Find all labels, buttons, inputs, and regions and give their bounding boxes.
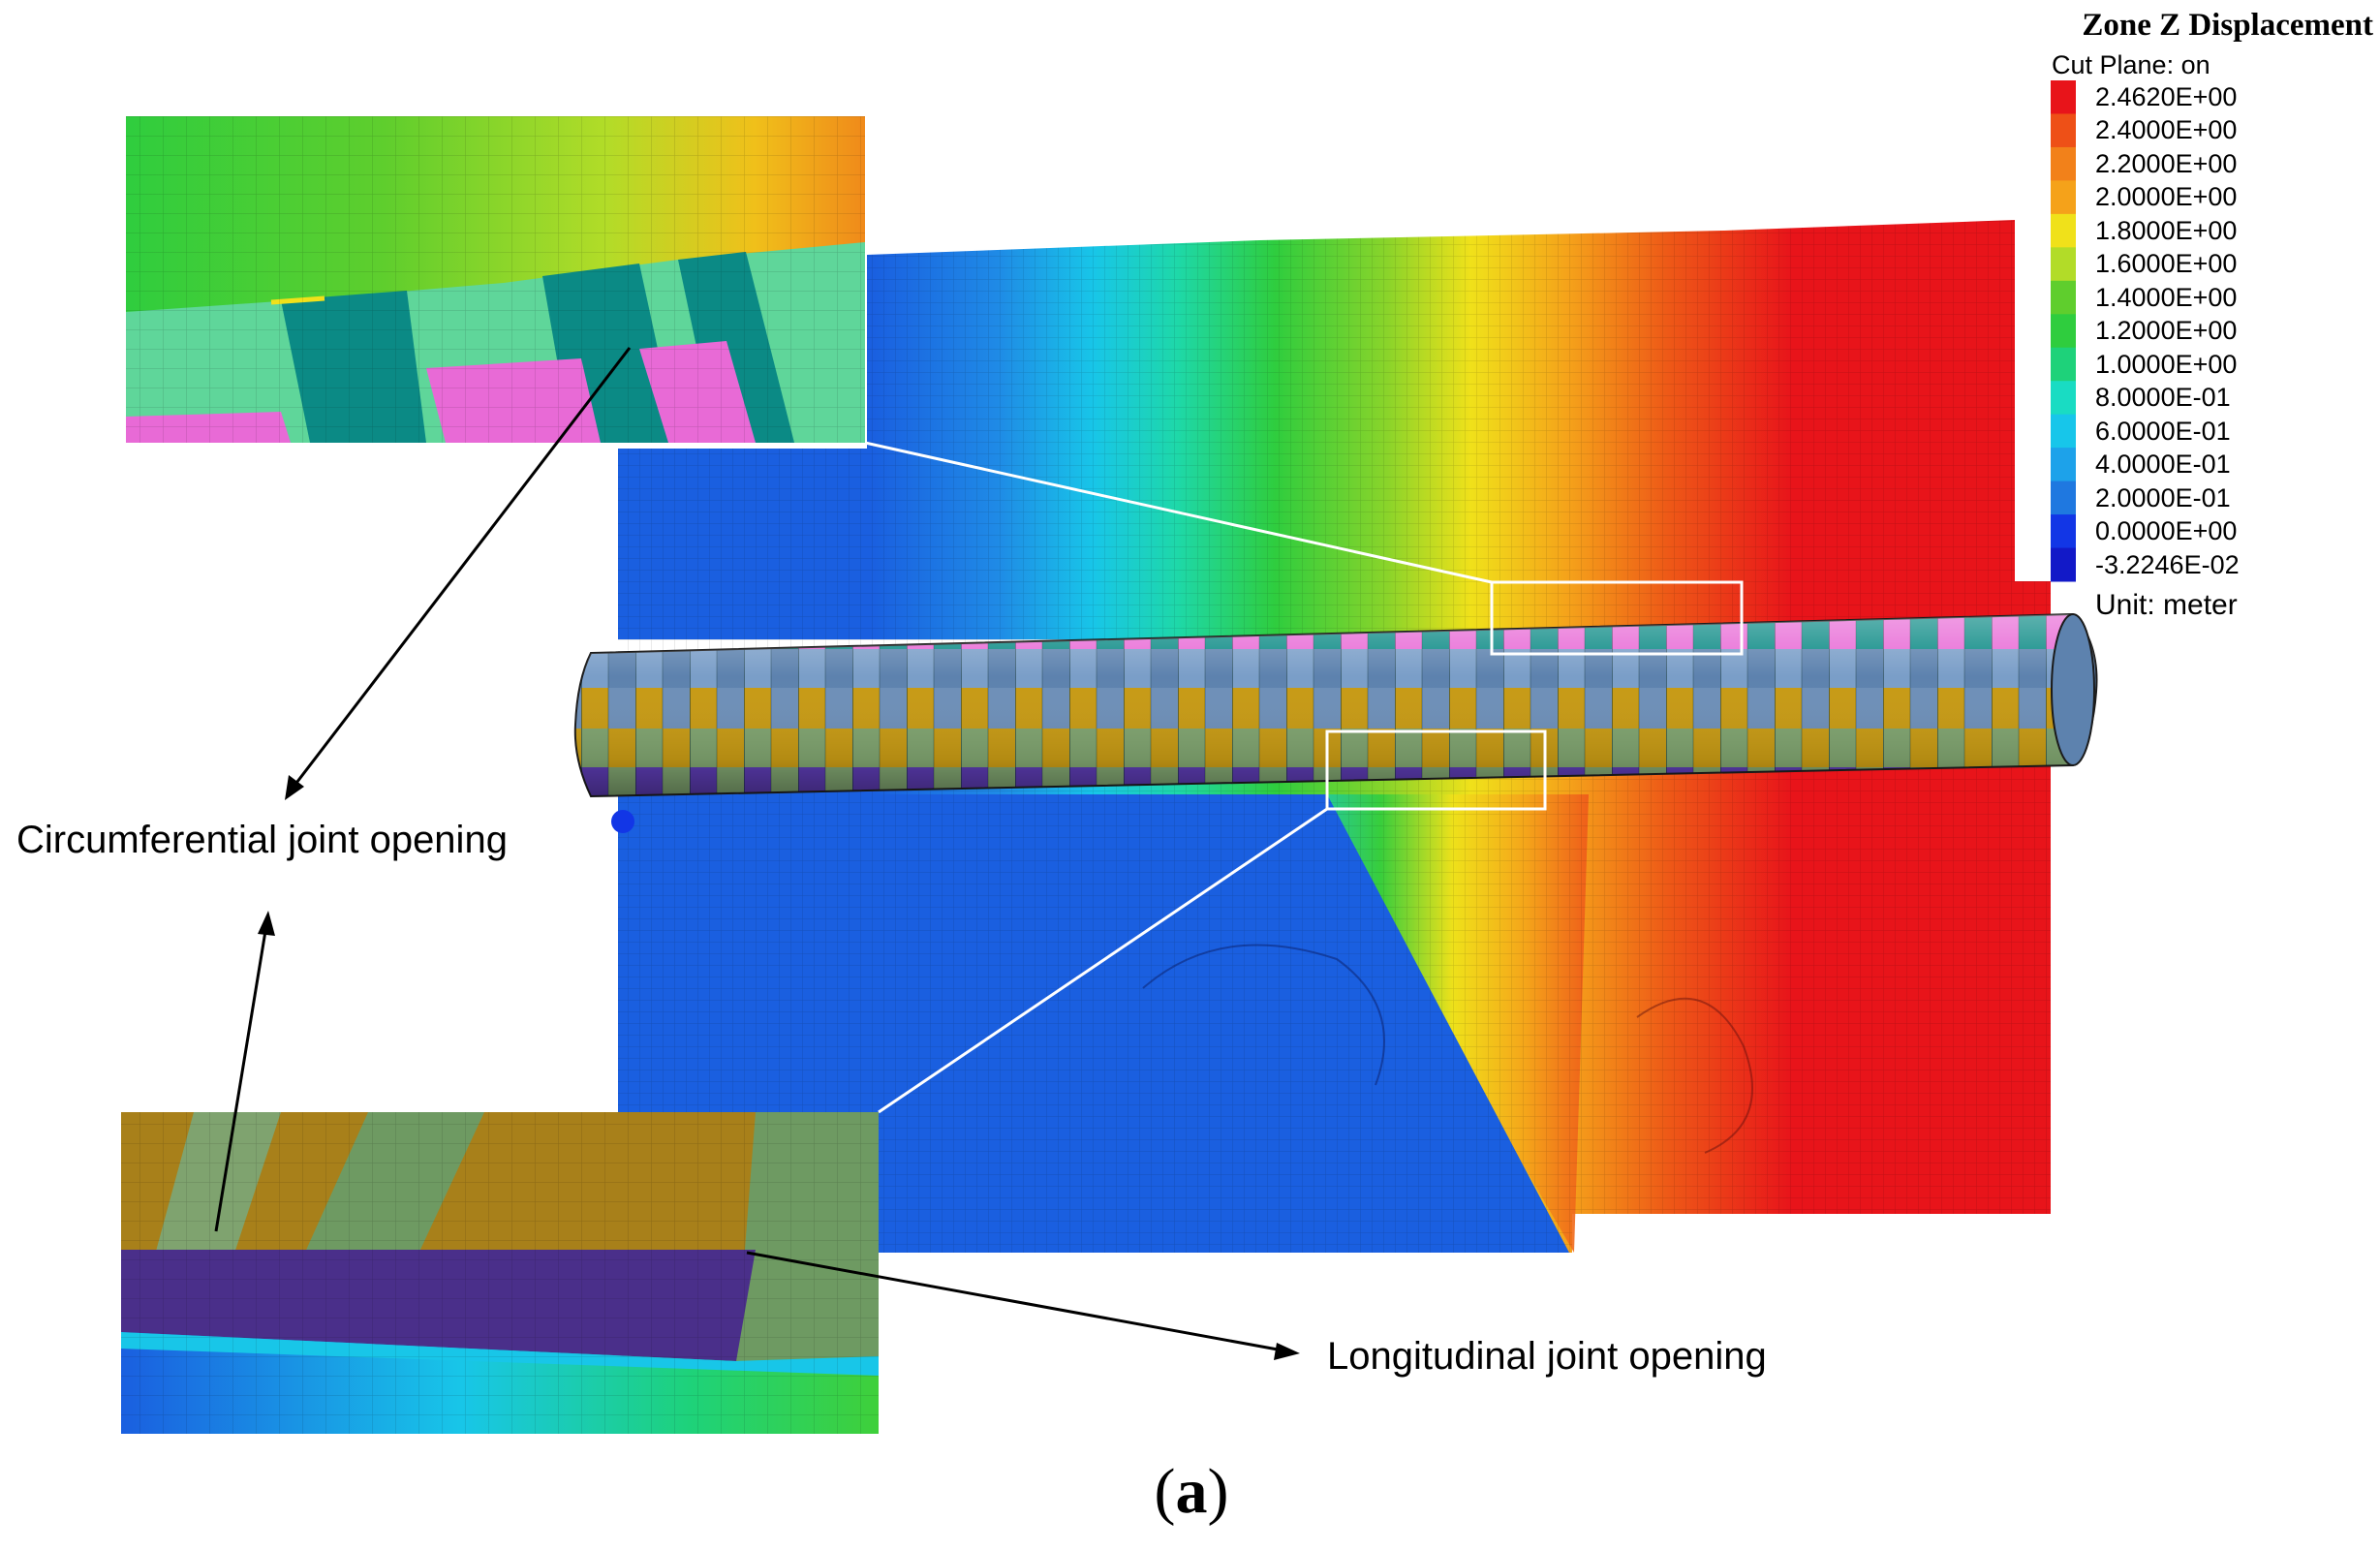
legend-label: 2.4000E+00 xyxy=(2095,115,2238,145)
arrow-circumferential-down xyxy=(214,924,268,1232)
label-longitudinal-joint-opening: Longitudinal joint opening xyxy=(1327,1335,1767,1378)
tunnel-tube-shading xyxy=(574,614,2097,796)
contour-line xyxy=(1142,944,1385,1086)
label-circumferential-joint-opening: Circumferential joint opening xyxy=(16,819,508,861)
inset-longitudinal-joint xyxy=(121,1112,879,1434)
legend-label: 1.0000E+00 xyxy=(2095,349,2238,379)
arrow-longitudinal xyxy=(746,1251,1289,1353)
tunnel-lining xyxy=(573,612,2098,833)
legend-swatch xyxy=(2051,80,2076,114)
legend-title: Zone Z Displacement xyxy=(2082,8,2373,43)
legend-swatch xyxy=(2051,381,2076,416)
legend-label: 0.0000E+00 xyxy=(2095,516,2238,546)
tunnel-end-cap xyxy=(2051,613,2095,766)
legend-label: 8.0000E-01 xyxy=(2095,383,2231,413)
legend-subtitle: Cut Plane: on xyxy=(2052,50,2210,79)
legend-label: 6.0000E-01 xyxy=(2095,416,2231,446)
zoom-leader-upper xyxy=(864,441,1493,584)
figure-caption: (a) xyxy=(1133,1455,1250,1529)
zoom-box-upper xyxy=(1490,580,1744,656)
legend-label: 2.2000E+00 xyxy=(2095,148,2238,178)
arrow-circumferential-up xyxy=(289,347,632,791)
legend-swatch xyxy=(2051,113,2076,148)
annotation-arrows xyxy=(214,347,1300,1360)
legend-swatch xyxy=(2051,547,2076,582)
arrowhead xyxy=(1274,1343,1300,1360)
legend-unit: Unit: meter xyxy=(2095,589,2238,621)
legend-label: 1.8000E+00 xyxy=(2095,215,2238,245)
legend-label: 1.2000E+00 xyxy=(2095,316,2238,346)
legend-swatch xyxy=(2051,247,2076,282)
inset2-mesh xyxy=(121,1112,879,1434)
contour-line xyxy=(1636,997,1753,1154)
legend-swatch xyxy=(2051,347,2076,382)
legend-label: 2.4620E+00 xyxy=(2095,82,2238,111)
legend-swatch xyxy=(2051,146,2076,181)
zoom-box-lower xyxy=(1325,729,1547,811)
legend-swatch xyxy=(2051,180,2076,215)
legend-swatch xyxy=(2051,280,2076,315)
legend-swatch xyxy=(2051,514,2076,549)
legend-label: 2.0000E-01 xyxy=(2095,482,2231,512)
legend-swatch xyxy=(2051,414,2076,449)
arrowhead xyxy=(258,911,275,936)
legend-label: 1.6000E+00 xyxy=(2095,249,2238,279)
boundary-marker xyxy=(611,810,634,833)
legend-color-bar xyxy=(2051,80,2076,582)
arrowhead xyxy=(285,775,304,800)
inset1-mesh xyxy=(126,116,865,443)
legend-label: 2.0000E+00 xyxy=(2095,182,2238,212)
legend-swatch xyxy=(2051,314,2076,349)
legend-swatch xyxy=(2051,481,2076,515)
legend-label: -3.2246E-02 xyxy=(2095,549,2240,579)
legend-swatch xyxy=(2051,448,2076,482)
zoom-leader-lower xyxy=(878,807,1328,1114)
caption-letter: a xyxy=(1175,1456,1208,1527)
legend-swatch xyxy=(2051,213,2076,248)
inset-circumferential-joint xyxy=(126,116,865,443)
caption-open-paren: ( xyxy=(1154,1456,1176,1527)
caption-close-paren: ) xyxy=(1207,1456,1229,1527)
legend-label: 1.4000E+00 xyxy=(2095,282,2238,312)
legend-label: 4.0000E-01 xyxy=(2095,450,2231,480)
